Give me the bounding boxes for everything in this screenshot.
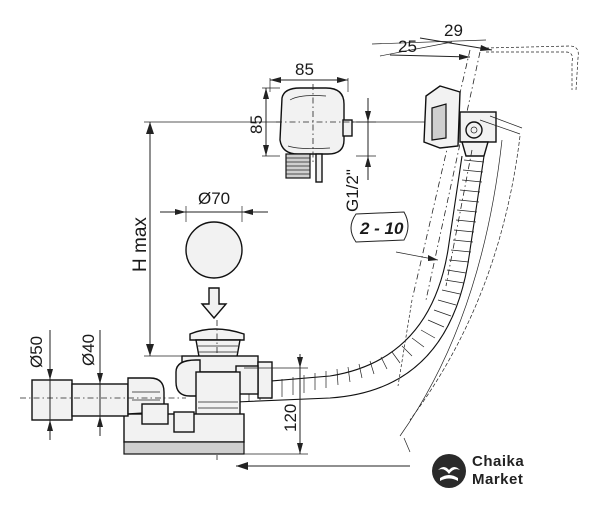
range-dimension: 2 - 10 [350,211,439,261]
overflow-unit: 85 85 G1/2" [247,60,376,212]
range-label: 2 - 10 [359,219,404,238]
diameter-70-label: Ø70 [198,189,230,208]
drain-plug: Ø70 [160,189,268,320]
thread-label: G1/2" [343,169,362,212]
dim-25-label: 25 [398,37,417,56]
h-max-dimension: H max [130,121,430,357]
logo-text-line1: Chaika [472,453,525,470]
dim-120-label: 120 [281,404,300,432]
dim-29-label: 29 [444,21,463,40]
dim-120: 120 [244,354,308,455]
logo-text-line2: Market [472,471,524,488]
drain-body [123,320,273,460]
wall-fitting: 25 29 [371,21,579,301]
bottom-arrow [236,437,411,470]
seagull-icon [432,454,466,488]
outlet-pipe: Ø50 Ø40 [20,330,186,440]
width-85-label: 85 [295,60,314,79]
height-85-label: 85 [247,115,266,134]
h-max-label: H max [130,217,151,272]
brand-logo: Chaika Market [432,452,542,492]
flexible-hose [235,135,521,437]
diameter-50-label: Ø50 [27,336,46,368]
diameter-40-label: Ø40 [79,334,98,366]
